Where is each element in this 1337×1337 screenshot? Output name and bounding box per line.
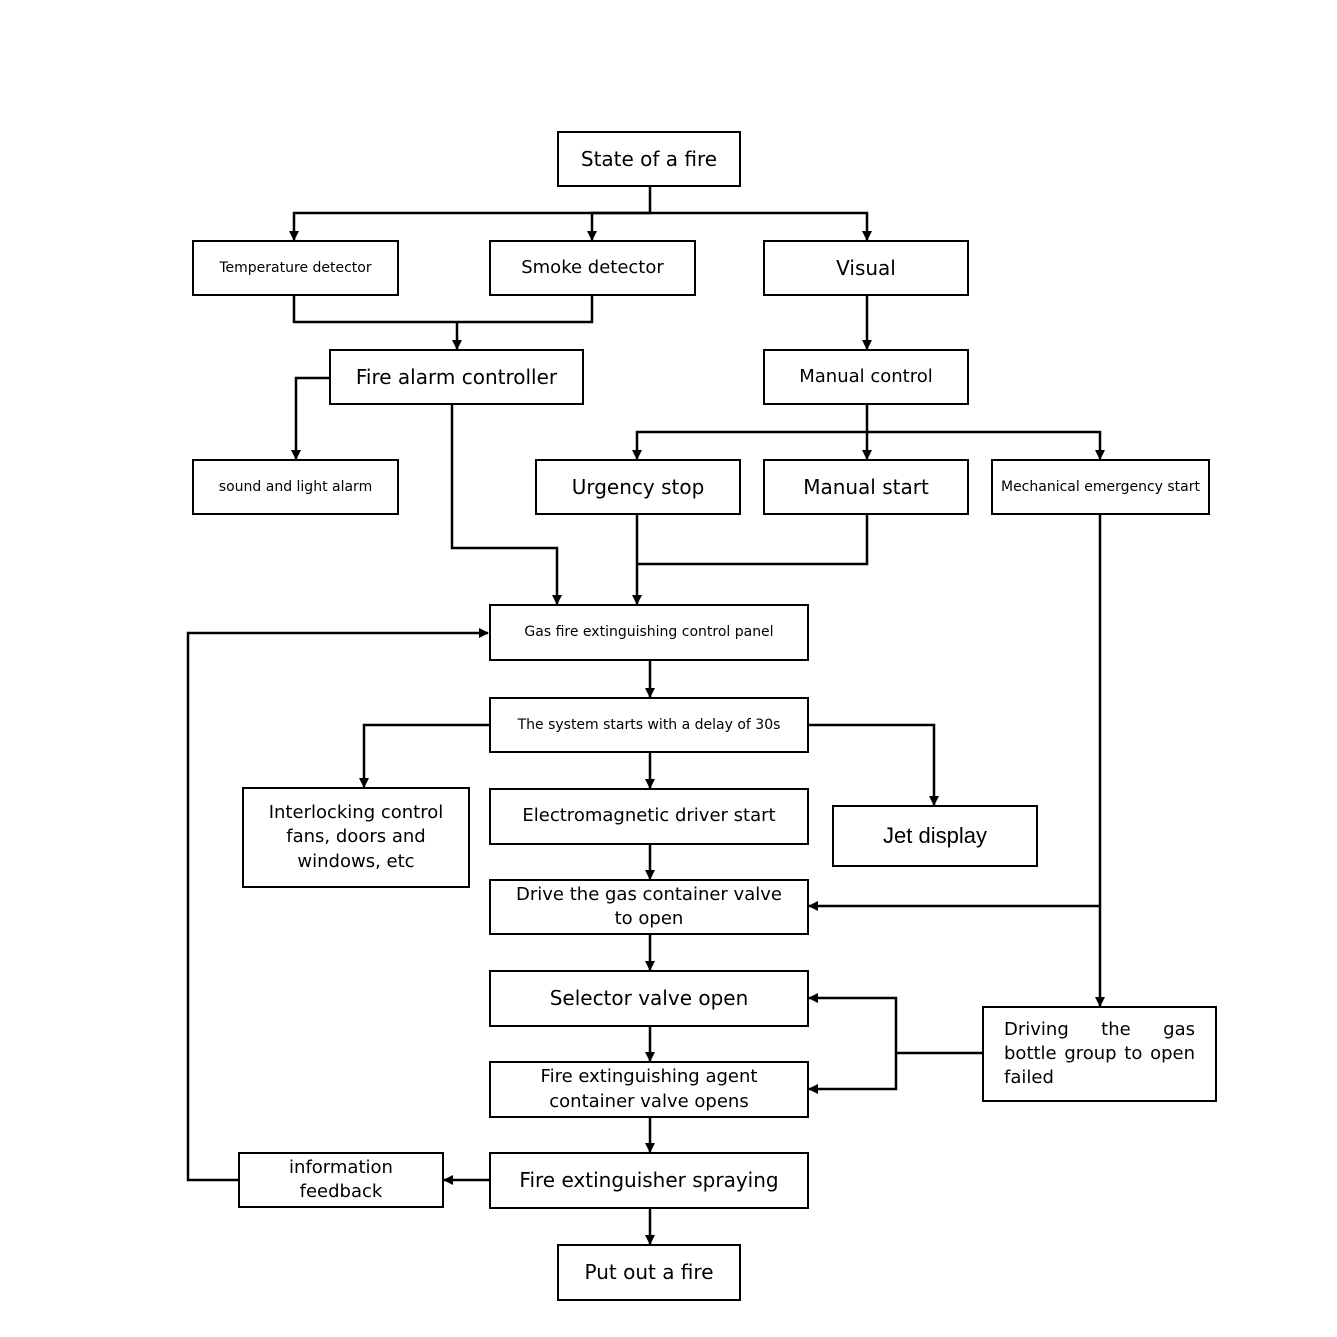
arrow-fire-to-temperature xyxy=(289,186,652,241)
node-extinguisher-spraying: Fire extinguisher spraying xyxy=(489,1152,809,1209)
node-driving-failed: Driving the gas bottle group to open fai… xyxy=(982,1006,1217,1102)
node-fire-alarm-controller: Fire alarm controller xyxy=(329,349,584,405)
node-manual-start: Manual start xyxy=(763,459,969,515)
node-interlocking-control: Interlocking control fans, doors and win… xyxy=(242,787,470,888)
arrow-delay-to-interlock xyxy=(359,723,489,788)
node-sound-light-alarm: sound and light alarm xyxy=(192,459,399,515)
arrow-fire-to-smoke xyxy=(587,211,650,241)
node-jet-display: Jet display xyxy=(832,805,1038,867)
node-drive-gas-valve: Drive the gas container valve to open xyxy=(489,879,809,935)
arrow-fire-to-visual xyxy=(650,211,872,241)
node-manual-control: Manual control xyxy=(763,349,969,405)
node-temperature-detector: Temperature detector xyxy=(192,240,399,296)
arrow-alarm-to-panel xyxy=(450,404,562,605)
node-visual: Visual xyxy=(763,240,969,296)
arrow-feedback-loop xyxy=(186,628,489,1182)
arrow-alarm-to-sound xyxy=(291,376,330,460)
arrow-manual-control-split xyxy=(632,404,869,460)
node-put-out-fire: Put out a fire xyxy=(557,1244,741,1301)
node-urgency-stop: Urgency stop xyxy=(535,459,741,515)
arrow-detectors-to-alarm-controller xyxy=(292,295,594,324)
node-mechanical-emergency-start: Mechanical emergency start xyxy=(991,459,1210,515)
node-information-feedback: information feedback xyxy=(238,1152,444,1208)
node-system-delay: The system starts with a delay of 30s xyxy=(489,697,809,753)
node-selector-valve: Selector valve open xyxy=(489,970,809,1027)
arrow-delay-to-jet xyxy=(808,723,939,806)
node-gas-control-panel: Gas fire extinguishing control panel xyxy=(489,604,809,661)
node-smoke-detector: Smoke detector xyxy=(489,240,696,296)
node-agent-valve: Fire extinguishing agent container valve… xyxy=(489,1061,809,1118)
node-state-of-fire: State of a fire xyxy=(557,131,741,187)
node-electromagnetic-driver: Electromagnetic driver start xyxy=(489,788,809,845)
